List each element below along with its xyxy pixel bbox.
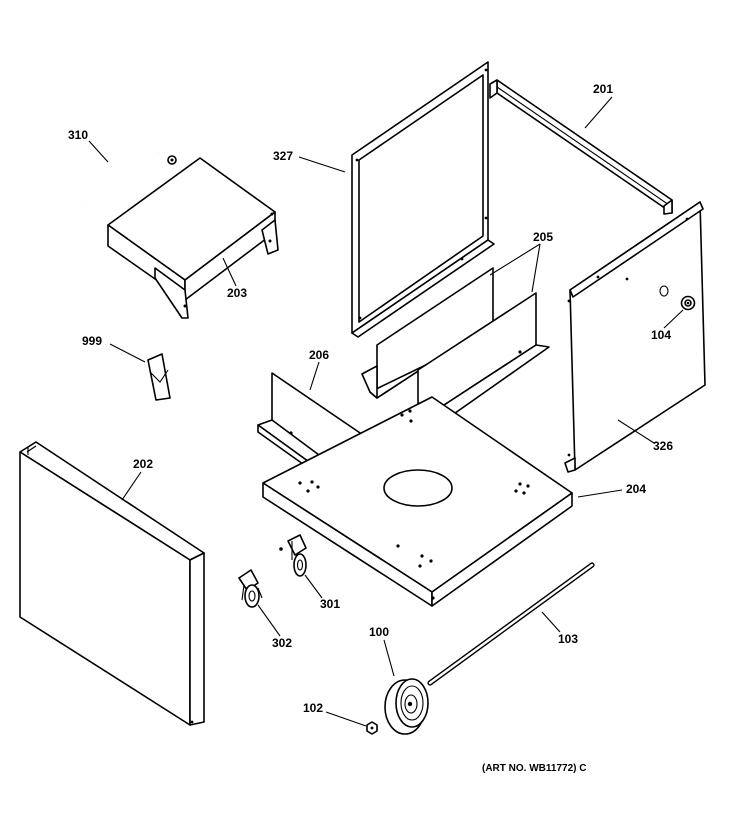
label-206: 206: [309, 348, 329, 362]
part-203-top-cover[interactable]: [107, 157, 279, 319]
part-327-rear-frame[interactable]: [351, 61, 495, 338]
label-326: 326: [653, 439, 673, 453]
part-310-handle[interactable]: [75, 142, 177, 206]
part-301-caster[interactable]: [279, 534, 307, 577]
part-100-wheel[interactable]: [384, 678, 429, 735]
leader-lines: [88, 96, 684, 727]
label-102: 102: [303, 701, 323, 715]
label-203: 203: [227, 286, 247, 300]
part-102-nut[interactable]: [366, 721, 378, 735]
part-202-front-panel[interactable]: [19, 441, 205, 726]
part-104-grommet[interactable]: [680, 295, 696, 311]
label-103: 103: [558, 632, 578, 646]
art-number: (ART NO. WB11772) C: [482, 763, 586, 774]
part-103-axle[interactable]: [427, 562, 595, 686]
part-201-top-rail[interactable]: [489, 79, 673, 215]
part-999-literature[interactable]: [147, 353, 171, 401]
label-999: 999: [82, 334, 102, 348]
label-327: 327: [273, 149, 293, 163]
part-326-side-panel[interactable]: [564, 201, 706, 473]
part-204-base[interactable]: [262, 396, 573, 607]
label-104: 104: [651, 328, 671, 342]
label-302: 302: [272, 636, 292, 650]
label-204: 204: [626, 482, 646, 496]
label-100: 100: [369, 625, 389, 639]
part-labels: 201 327 310 203 205 104 999 206 326 202 …: [68, 82, 673, 715]
part-302-brake-caster[interactable]: [238, 569, 263, 608]
label-201: 201: [593, 82, 613, 96]
label-205: 205: [533, 230, 553, 244]
label-301: 301: [320, 597, 340, 611]
label-202: 202: [133, 457, 153, 471]
label-310: 310: [68, 128, 88, 142]
